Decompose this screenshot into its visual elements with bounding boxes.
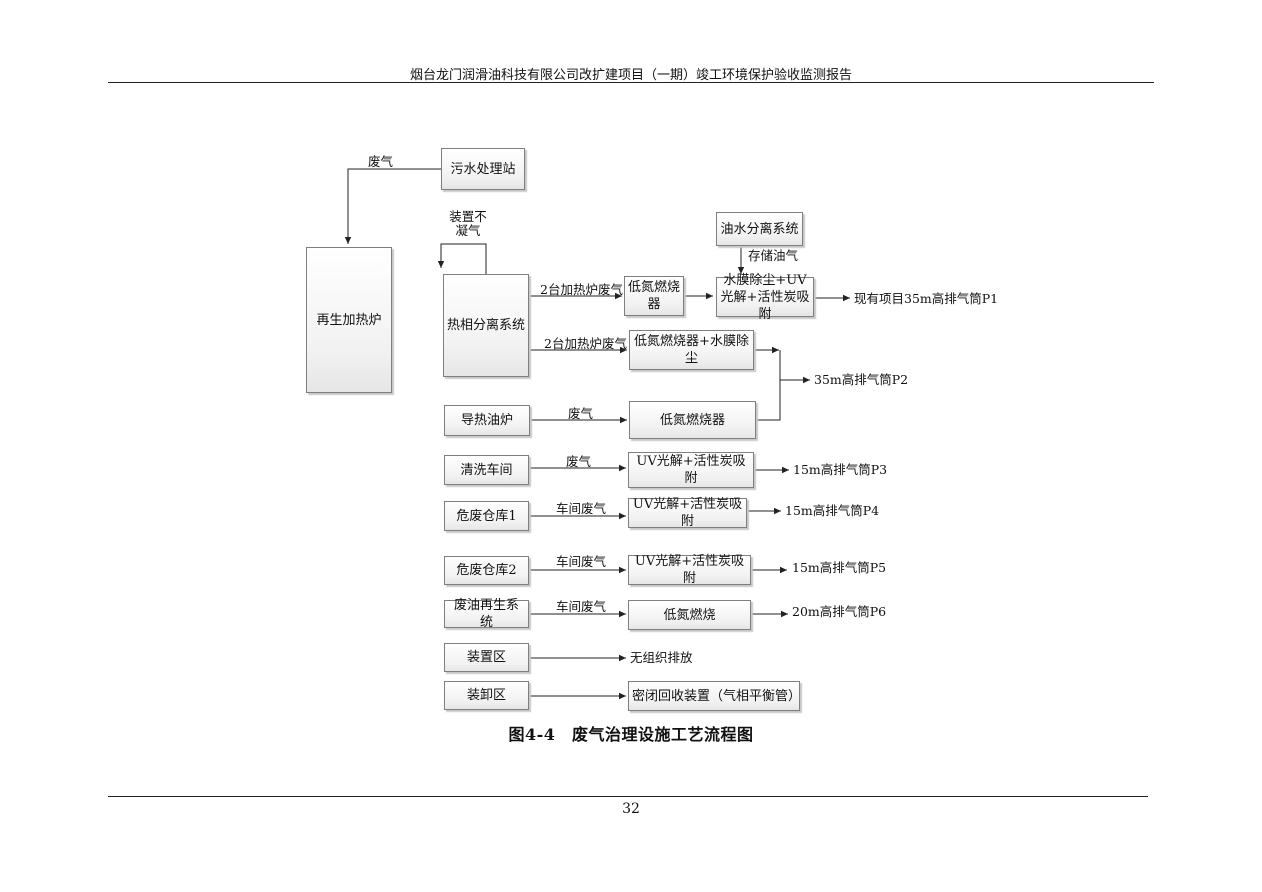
box-uv-carbon-b: UV光解+活性炭吸附 (628, 497, 747, 529)
label-noncondensable: 装置不凝气 (449, 209, 487, 238)
label-waste-gas-thermal: 废气 (568, 406, 594, 421)
footer-rule (108, 796, 1148, 797)
box-water-film-uv-carbon: 水膜除尘+UV光解+活性炭吸附 (716, 273, 814, 322)
label-workshop-gas-1: 车间废气 (556, 501, 607, 516)
label-stack-p5: 15m高排气筒P5 (792, 560, 887, 575)
box-unloading-area: 装卸区 (444, 681, 529, 710)
label-furnace-gas-2: 2台加热炉废气 (544, 336, 627, 351)
label-stack-p3: 15m高排气筒P3 (793, 462, 888, 477)
box-closed-recovery: 密闭回收装置（气相平衡管） (628, 681, 801, 711)
box-low-nox-burner-a: 低氮燃烧器 (624, 276, 684, 316)
box-thermal-oil-furnace: 导热油炉 (444, 405, 530, 436)
arrow-wastewater-to-furnace (344, 168, 441, 244)
box-low-nox-burner-b: 低氮燃烧器 (629, 401, 756, 439)
label-stack-p4: 15m高排气筒P4 (785, 503, 880, 518)
label-unorganized: 无组织排放 (630, 650, 693, 665)
box-regen-furnace: 再生加热炉 (306, 247, 392, 393)
box-device-area: 装置区 (444, 643, 529, 672)
label-stack-p2: 35m高排气筒P2 (814, 372, 909, 387)
label-stack-p1: 现有项目35m高排气筒P1 (854, 291, 999, 306)
label-storage-oil-gas: 存储油气 (748, 248, 799, 263)
box-thermal-separation: 热相分离系统 (443, 274, 529, 377)
box-haz-warehouse-2: 危废仓库2 (444, 556, 529, 585)
box-waste-oil-regen: 废油再生系统 (444, 598, 529, 630)
box-low-nox-burn: 低氮燃烧 (628, 600, 751, 630)
box-cleaning-workshop: 清洗车间 (444, 455, 529, 485)
merge-line-p2 (756, 350, 781, 421)
label-waste-gas-cleaning: 废气 (566, 454, 592, 469)
box-low-nox-water-film: 低氮燃烧器+水膜除尘 (629, 330, 754, 370)
box-wastewater-station: 污水处理站 (441, 148, 525, 190)
box-uv-carbon-c: UV光解+活性炭吸附 (628, 554, 751, 586)
label-stack-p6: 20m高排气筒P6 (792, 604, 887, 619)
label-workshop-gas-3: 车间废气 (556, 599, 607, 614)
label-furnace-gas-1: 2台加热炉废气 (540, 282, 623, 297)
header-rule (108, 82, 1154, 83)
box-haz-warehouse-1: 危废仓库1 (444, 501, 529, 531)
page-number: 32 (622, 801, 640, 817)
arrow-noncondensable-loop (437, 243, 487, 274)
label-workshop-gas-2: 车间废气 (556, 554, 607, 569)
box-uv-carbon-a: UV光解+活性炭吸附 (628, 452, 754, 488)
box-oil-water-separation: 油水分离系统 (716, 212, 803, 246)
label-waste-gas-top: 废气 (368, 154, 394, 169)
report-header: 烟台龙门润滑油科技有限公司改扩建项目（一期）竣工环境保护验收监测报告 (409, 68, 852, 83)
figure-caption: 图4-4 废气治理设施工艺流程图 (508, 725, 754, 744)
